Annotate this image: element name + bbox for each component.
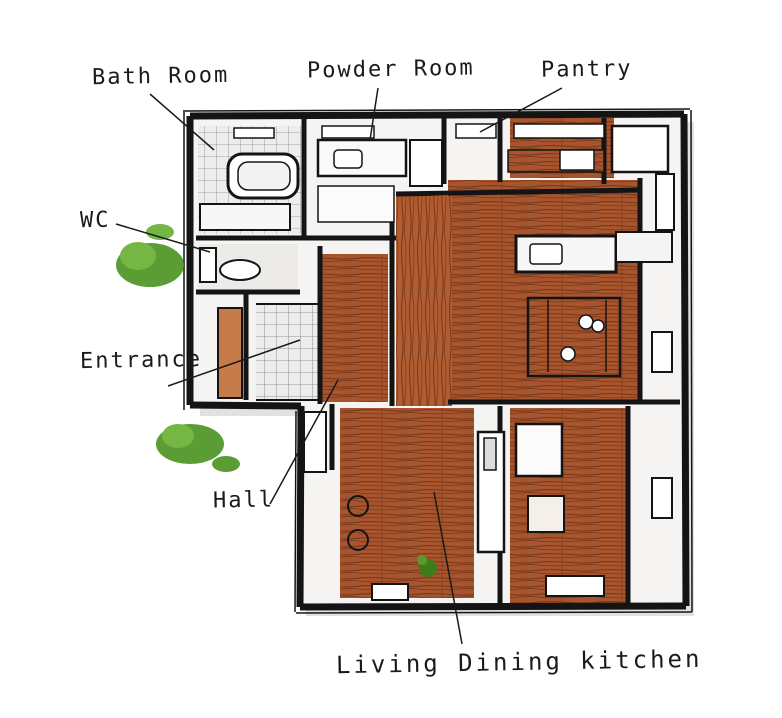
ldk-corridor-floor bbox=[396, 196, 452, 406]
bath-leader bbox=[149, 93, 215, 151]
sofa-icon bbox=[347, 495, 369, 551]
bath-vanity bbox=[199, 203, 291, 231]
low-table bbox=[527, 495, 565, 533]
ldk-leader bbox=[433, 491, 463, 645]
kitchen-sink bbox=[529, 243, 563, 265]
label-powder-room: Powder Room bbox=[306, 55, 475, 84]
hall-leader bbox=[269, 379, 339, 505]
bath-window bbox=[233, 127, 275, 139]
powder-counter bbox=[317, 185, 395, 223]
outer-wall-sketch-lines bbox=[183, 108, 693, 614]
right-windows bbox=[651, 173, 675, 519]
pantry-leader bbox=[479, 87, 563, 133]
living-floor bbox=[340, 408, 474, 598]
label-bath-room: Bath Room bbox=[91, 62, 230, 91]
wc-leader bbox=[115, 223, 211, 253]
label-hall: Hall bbox=[212, 487, 275, 514]
leader-lines bbox=[115, 87, 563, 645]
sink-icon bbox=[316, 138, 408, 178]
bathtub-icon bbox=[226, 152, 300, 200]
label-wc: WC bbox=[79, 207, 111, 234]
plant-icon-indoor bbox=[417, 555, 437, 577]
dining-bench bbox=[545, 575, 605, 597]
bottom-window bbox=[371, 583, 409, 601]
label-entrance: Entrance bbox=[79, 346, 203, 375]
washing-machine bbox=[409, 139, 443, 187]
hall-floor bbox=[322, 254, 388, 402]
fridge bbox=[610, 124, 670, 174]
dining-cabinet bbox=[514, 422, 564, 478]
entrance-leader bbox=[167, 339, 301, 387]
plant-icon bbox=[116, 224, 184, 287]
powder-leader bbox=[369, 87, 379, 141]
pantry-shelves bbox=[507, 123, 605, 173]
powder-cabinet bbox=[321, 125, 375, 139]
entrance-step bbox=[256, 303, 320, 401]
toilet-icon bbox=[199, 247, 261, 283]
plant-icon-entrance bbox=[156, 424, 240, 472]
dining-table-icon bbox=[526, 296, 622, 378]
shoe-cabinet bbox=[217, 307, 243, 399]
stove bbox=[615, 231, 673, 263]
label-pantry: Pantry bbox=[540, 56, 633, 83]
outer-walls bbox=[186, 110, 690, 611]
powder-door-strip bbox=[455, 123, 497, 139]
living-tv bbox=[483, 437, 497, 471]
